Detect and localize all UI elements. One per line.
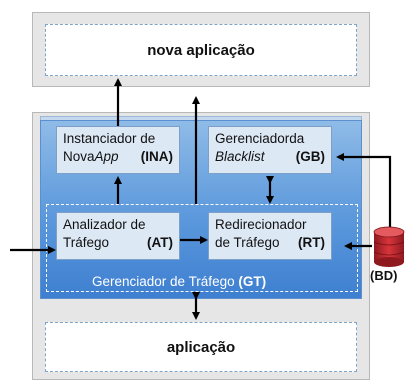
- module-at: Analizador de Tráfego (AT): [56, 212, 180, 260]
- at-trafego: Tráfego: [63, 235, 110, 250]
- rt-line2: de Tráfego (RT): [215, 234, 325, 252]
- ina-line1: Instanciador de: [63, 131, 156, 146]
- gt-tag: (GT): [238, 274, 267, 289]
- database-label: (BD): [370, 268, 398, 283]
- new-application-box: nova aplicação: [45, 24, 357, 76]
- ina-app: App: [94, 149, 119, 164]
- at-line2: Tráfego (AT): [63, 234, 173, 252]
- gb-line1: Gerenciadorda: [215, 131, 305, 146]
- module-ina: Instanciador de NovaApp (INA): [56, 126, 180, 174]
- traffic-manager-region: [46, 204, 358, 292]
- ina-nova: Nova: [63, 149, 95, 164]
- at-tag: (AT): [147, 235, 173, 250]
- rt-tag: (RT): [298, 235, 325, 250]
- gt-label-text: Gerenciador de Tráfego: [92, 274, 235, 289]
- application-box: aplicação: [45, 322, 357, 372]
- new-application-label: nova aplicação: [147, 41, 255, 59]
- ina-line2: NovaApp (INA): [63, 148, 173, 166]
- rt-trafego: de Tráfego: [215, 235, 280, 250]
- database-icon: [373, 226, 405, 267]
- gb-line2: Blacklist (GB): [215, 148, 325, 166]
- at-line1: Analizador de: [63, 217, 146, 232]
- module-rt: Redirecionador de Tráfego (RT): [208, 212, 332, 260]
- module-gb: Gerenciadorda Blacklist (GB): [208, 126, 332, 174]
- traffic-manager-label: Gerenciador de Tráfego (GT): [92, 274, 266, 289]
- gb-tag: (GB): [295, 149, 325, 164]
- ina-tag: (INA): [140, 149, 173, 164]
- arrow-gb-db: [336, 153, 394, 232]
- gb-blacklist: Blacklist: [215, 149, 265, 164]
- application-label: aplicação: [166, 338, 236, 356]
- rt-line1: Redirecionador: [215, 217, 307, 232]
